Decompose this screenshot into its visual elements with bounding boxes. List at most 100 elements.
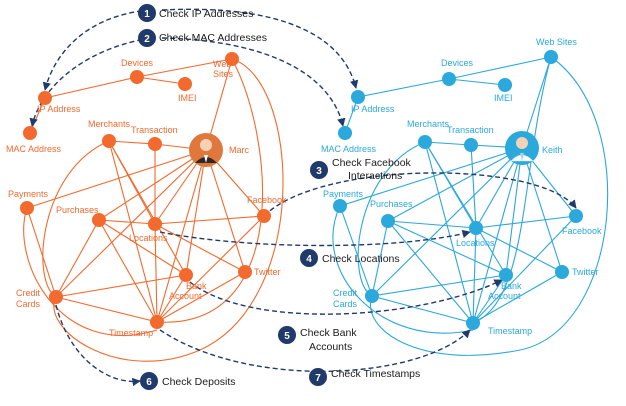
right-imei-label: IMEI bbox=[494, 93, 513, 103]
right-node-transaction bbox=[464, 138, 478, 152]
left-credit-cards-label-1: Credit bbox=[16, 288, 41, 298]
left-node-ip-address bbox=[38, 91, 52, 105]
left-facebook-label: Facebook bbox=[247, 195, 287, 205]
left-edge-purchases-timestamp bbox=[98, 219, 158, 323]
left-node-transaction bbox=[148, 137, 162, 151]
right-edge-person-timestamp bbox=[471, 147, 523, 324]
right-ip-address-label: IP Address bbox=[351, 104, 395, 114]
left-node-devices bbox=[130, 70, 144, 84]
step-3: 3 Check Facebook Interactions bbox=[310, 157, 412, 182]
left-edge-credit-cards-timestamp bbox=[55, 296, 158, 324]
left-node-web-sites bbox=[225, 52, 239, 66]
right-edge-merchants-timestamp bbox=[424, 141, 475, 324]
right-edge-purchases-bank-account bbox=[387, 220, 507, 276]
right-edge-merchants-bank-account bbox=[424, 141, 507, 276]
right-edge-payments-credit-cards bbox=[339, 205, 373, 297]
left-merchants-label: Merchants bbox=[88, 119, 131, 129]
left-credit-cards-label-2: Cards bbox=[16, 299, 41, 309]
right-edge-locations-timestamp bbox=[470, 227, 477, 324]
left-edge-devices-imei bbox=[136, 76, 186, 87]
step-5-badge bbox=[278, 326, 296, 344]
step-3-text-line-1: Check Facebook bbox=[332, 157, 412, 169]
right-edge-person-payments bbox=[339, 147, 523, 208]
left-edge-person-bank-account bbox=[184, 149, 207, 276]
right-transaction-label: Transaction bbox=[447, 125, 494, 135]
left-edge-devices-web-sites bbox=[136, 57, 233, 78]
dashed-link-3 bbox=[29, 37, 151, 127]
step-6-number: 6 bbox=[146, 377, 152, 388]
right-edge-purchases-credit-cards bbox=[370, 220, 389, 297]
right-credit-cards-label-1: Credit bbox=[333, 288, 358, 298]
step-4-number: 4 bbox=[306, 254, 312, 265]
marc-avatar bbox=[189, 133, 223, 167]
left-node-imei bbox=[178, 77, 192, 91]
right-web-sites-label: Web Sites bbox=[536, 37, 577, 47]
right-timestamp-label: Timestamp bbox=[488, 326, 532, 336]
dashed-link-2 bbox=[161, 8, 359, 89]
right-edge-facebook-locations bbox=[475, 215, 577, 231]
left-edge-bank-account-credit-cards bbox=[55, 274, 187, 299]
dashed-link-6 bbox=[159, 229, 471, 247]
left-node-credit-cards bbox=[49, 290, 63, 304]
right-edge-merchants-transaction bbox=[424, 141, 472, 148]
left-edge-merchants-transaction bbox=[108, 140, 156, 147]
left-node-locations bbox=[148, 217, 162, 231]
step-3-number: 3 bbox=[316, 166, 322, 177]
right-edge-purchases-locations bbox=[387, 220, 477, 231]
right-devices-label: Devices bbox=[441, 58, 474, 68]
right-bank-account-label-2: Account bbox=[488, 291, 521, 301]
right-node-purchases bbox=[381, 214, 395, 228]
left-edge-person-payments bbox=[26, 149, 207, 210]
left-bank-account-label-1: Bank bbox=[186, 281, 207, 291]
step-5-number: 5 bbox=[284, 331, 290, 342]
left-edge-devices-ip-address bbox=[44, 76, 138, 100]
right-edge-twitter-timestamp bbox=[472, 271, 563, 324]
right-edge-arc-3 bbox=[332, 205, 474, 334]
left-edge-merchants-bank-account bbox=[108, 140, 187, 276]
left-edge-twitter-locations bbox=[154, 223, 246, 273]
left-edge-purchases-credit-cards bbox=[55, 219, 100, 298]
right-bank-account-label-1: Bank bbox=[501, 281, 522, 291]
dashed-link-1 bbox=[42, 9, 151, 91]
keith-avatar bbox=[505, 131, 539, 165]
right-node-bank-account bbox=[499, 268, 513, 282]
step-2: 2 Check MAC Addresses bbox=[138, 29, 267, 47]
right-edge-twitter-locations bbox=[475, 227, 563, 273]
left-node-timestamp bbox=[150, 315, 164, 329]
right-node-merchants bbox=[418, 135, 432, 149]
marc-label: Marc bbox=[229, 145, 249, 155]
left-node-facebook bbox=[257, 209, 271, 223]
right-edge-purchases-timestamp bbox=[387, 220, 474, 324]
right-edge-devices-ip-address bbox=[357, 78, 450, 99]
left-edge-person-twitter bbox=[205, 149, 247, 273]
step-1-text: Check IP Addresses bbox=[159, 8, 253, 20]
right-merchants-label: Merchants bbox=[407, 119, 450, 129]
keith-label: Keith bbox=[542, 145, 563, 155]
right-edge-arc-1 bbox=[370, 56, 609, 356]
left-node-twitter bbox=[238, 265, 252, 279]
left-mac-address-label: MAC Address bbox=[6, 144, 62, 154]
right-edge-bank-account-credit-cards bbox=[371, 274, 507, 298]
step-5: 5 Check Bank Accounts bbox=[278, 326, 357, 353]
left-bank-account-label-2: Account bbox=[169, 291, 202, 301]
step-7-number: 7 bbox=[315, 373, 321, 384]
dashed-link-8 bbox=[55, 304, 141, 387]
step-6-badge bbox=[140, 372, 158, 390]
right-node-facebook bbox=[569, 209, 583, 223]
left-locations-label: Locations bbox=[129, 233, 168, 243]
right-node-devices bbox=[442, 72, 456, 86]
right-edge-arc-4 bbox=[357, 141, 426, 297]
right-node-payments bbox=[333, 199, 347, 213]
step-4: 4 Check Locations bbox=[300, 249, 400, 267]
right-facebook-label: Facebook bbox=[562, 226, 602, 236]
left-node-merchants bbox=[102, 134, 116, 148]
dashed-link-7 bbox=[189, 279, 503, 315]
dashed-link-5 bbox=[263, 172, 577, 217]
right-node-timestamp bbox=[466, 316, 480, 330]
right-edge-arc-2 bbox=[472, 56, 552, 324]
right-node-credit-cards bbox=[365, 289, 379, 303]
step-1: 1 Check IP Addresses bbox=[138, 4, 253, 22]
left-ip-address-label: IP Address bbox=[37, 104, 81, 114]
